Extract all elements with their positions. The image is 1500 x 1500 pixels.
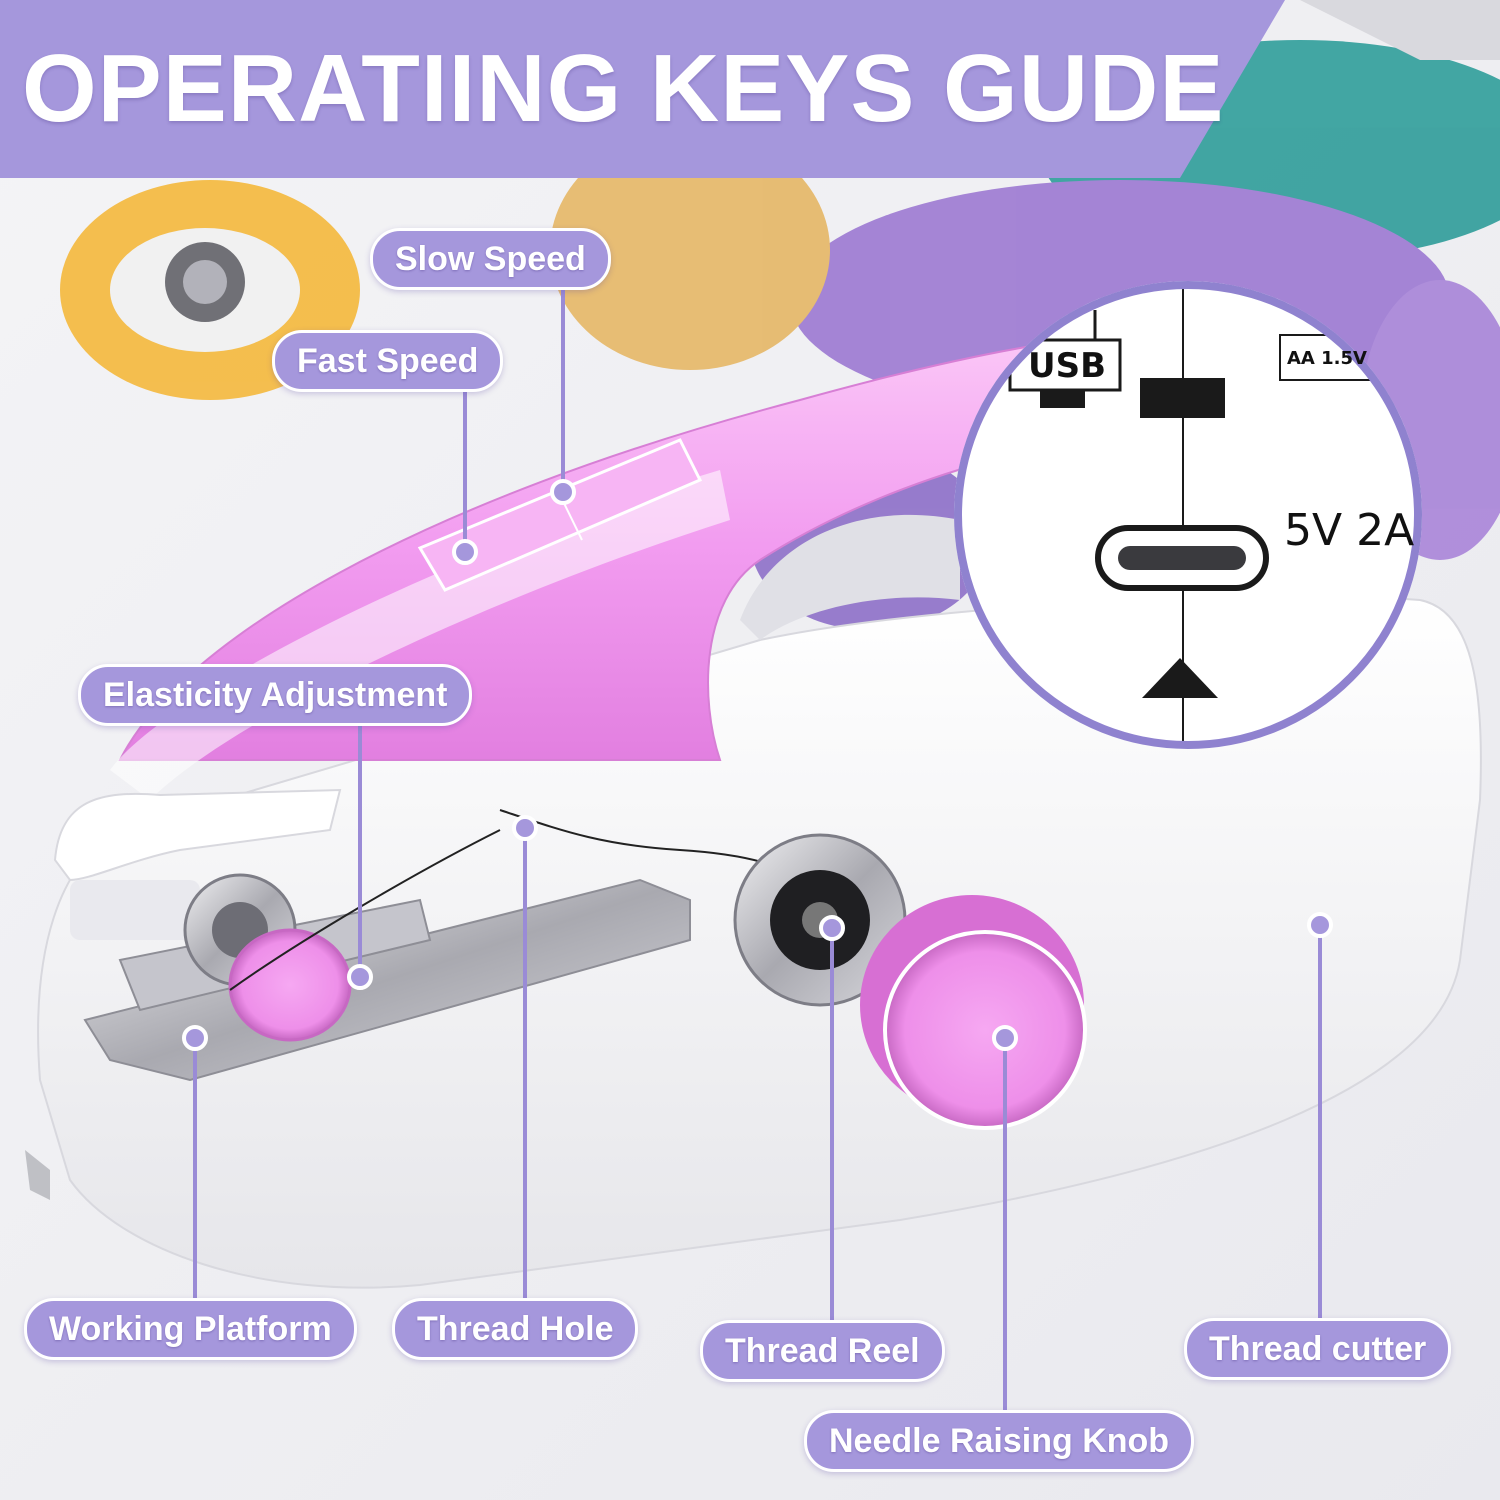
leader-dots xyxy=(182,479,1333,1051)
battery-label: AA 1.5V xyxy=(1287,348,1367,369)
usb-label: USB xyxy=(1028,346,1107,386)
elasticity-adjustment-label: Elasticity Adjustment xyxy=(78,664,473,726)
arrow-up-icon xyxy=(1142,658,1218,698)
page-title: OPERATIING KEYS GUDE xyxy=(22,35,1225,142)
thread-reel-label: Thread Reel xyxy=(700,1320,945,1382)
banner-corner xyxy=(1300,0,1500,60)
charging-port-inset xyxy=(954,281,1422,749)
needle-raising-knob-label: Needle Raising Knob xyxy=(804,1410,1195,1472)
power-switch xyxy=(1140,378,1225,418)
power-rating-label: 5V 2A xyxy=(1284,505,1415,556)
title-banner xyxy=(0,0,1285,178)
thread-hole-label: Thread Hole xyxy=(392,1298,639,1360)
thread-cutter-label: Thread cutter xyxy=(1184,1318,1452,1380)
slow-speed-label: Slow Speed xyxy=(370,228,611,290)
fast-speed-label: Fast Speed xyxy=(272,330,504,392)
leader-lines xyxy=(193,285,1322,1412)
working-platform-label: Working Platform xyxy=(24,1298,357,1360)
